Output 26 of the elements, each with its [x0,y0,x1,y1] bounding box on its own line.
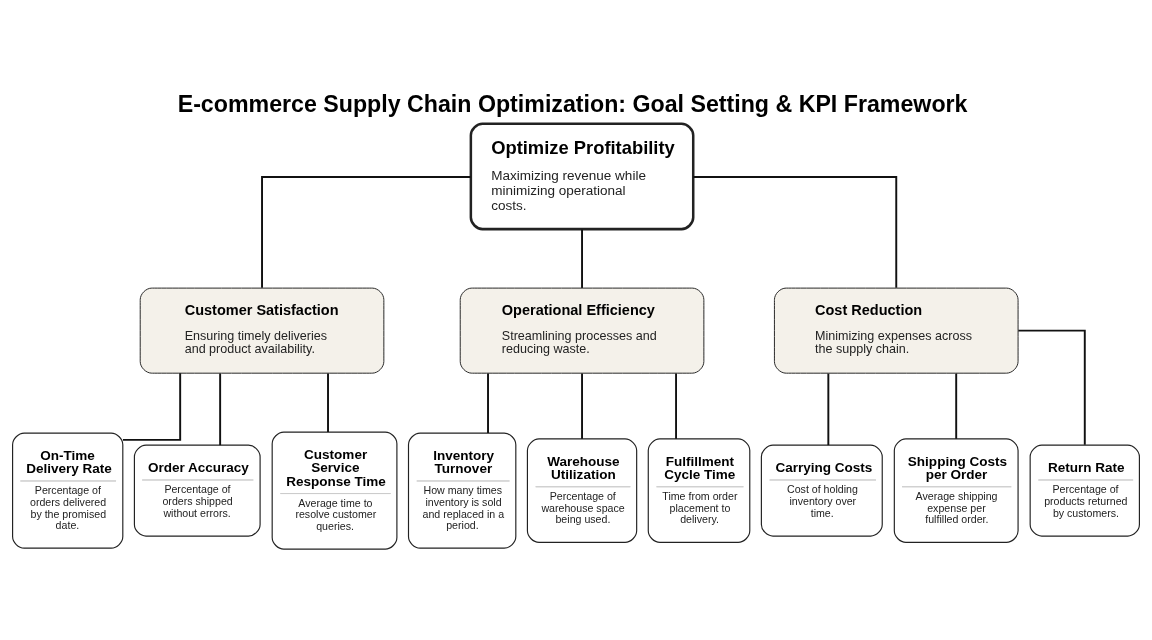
node-box: Optimize Profitability Maximizing revenue while minimizing operational costs. [469,122,695,231]
node-box: Return Rate Percentage of products returned by customers. [1029,444,1140,537]
connector [122,372,182,441]
diagram-title: E-commerce Supply Chain Optimization: Goal Setting & KPI Framework [177,91,968,118]
node-box: Customer Service Response Time Average time to resolve customer queries. [271,431,398,550]
connector [219,372,222,447]
node-box: Cost Reduction Minimizing expenses across the supply chain. [773,287,1019,374]
node-box: Operational Efficiency Streamlining processes and reducing waste. [459,287,705,374]
connector [581,228,583,289]
connector [327,372,329,433]
connector [581,372,583,440]
connector [1017,329,1086,446]
node-box: Fulfillment Cycle Time Time from order placement to delivery. [647,438,751,543]
connector [827,372,830,447]
connector [487,372,489,434]
connector [692,175,898,289]
node-box: Order Accuracy Percentage of orders shipped without errors. [133,444,261,537]
node-box: Warehouse Utilization Percentage of warehouse space being used. [526,438,638,543]
node-box: Carrying Costs Cost of holding inventory over time. [760,444,883,537]
node-box: Customer Satisfaction Ensuring timely deliveries and product availability. [139,287,385,374]
connector [261,175,472,289]
node-box: Shipping Costs per Order Average shipping expense per fulfilled order. [893,438,1019,543]
node-box: Inventory Turnover How many times inventory is sold and replaced in a period. [407,432,517,549]
node-box: On-Time Delivery Rate Percentage of orders delivered by the promised date. [12,432,124,549]
connector [955,372,958,440]
connector [675,372,678,440]
